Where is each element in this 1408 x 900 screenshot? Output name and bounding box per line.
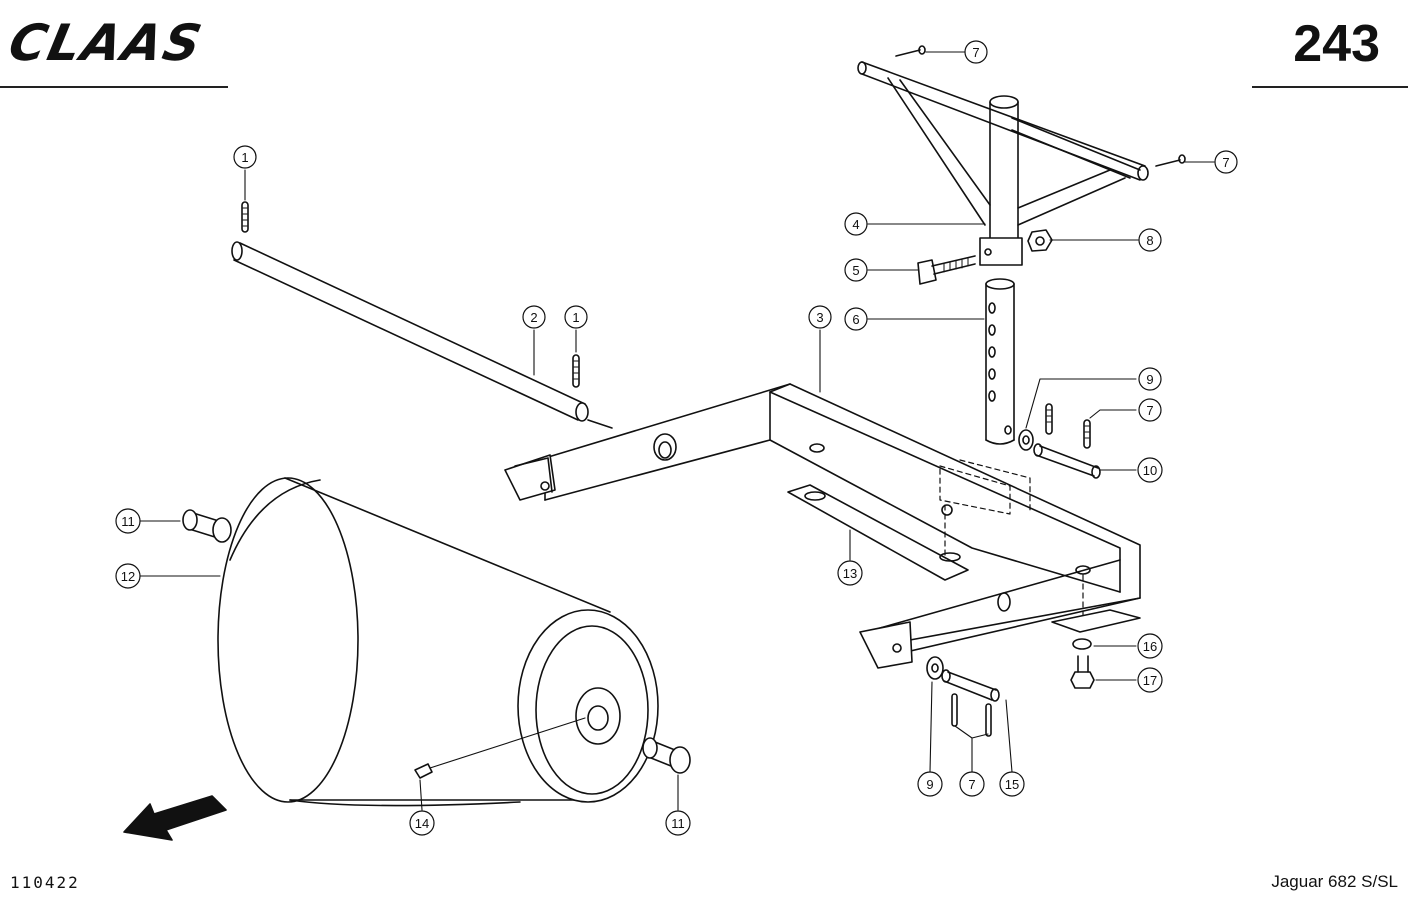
svg-text:4: 4 (852, 217, 859, 232)
leader-lines (139, 51, 1215, 811)
grease-nipple (414, 717, 586, 779)
svg-text:11: 11 (671, 816, 685, 831)
svg-text:13: 13 (843, 566, 857, 581)
nut-part (1027, 229, 1053, 252)
svg-text:6: 6 (852, 312, 859, 327)
callout-2: 2 (522, 305, 546, 329)
document-number: 110422 (10, 873, 80, 892)
callout-9b: 9 (917, 771, 943, 797)
svg-text:17: 17 (1143, 673, 1157, 688)
callout-9a: 9 (1138, 367, 1162, 391)
clevis-pin-upper (1033, 443, 1101, 479)
rod-part (231, 241, 613, 429)
callout-10: 10 (1137, 457, 1163, 483)
callout-3: 3 (808, 305, 832, 329)
washer-lower (926, 656, 944, 680)
clevis-pin-lower (941, 669, 1000, 702)
svg-text:5: 5 (852, 263, 859, 278)
screw-top (895, 45, 926, 57)
svg-text:3: 3 (816, 310, 823, 325)
svg-text:8: 8 (1146, 233, 1153, 248)
svg-text:7: 7 (972, 45, 979, 60)
svg-text:11: 11 (121, 514, 135, 529)
spring-pins-lower (951, 693, 992, 737)
svg-text:16: 16 (1143, 639, 1157, 654)
callout-16: 16 (1137, 633, 1163, 659)
svg-text:9: 9 (1146, 372, 1153, 387)
adjuster-tube (985, 278, 1015, 445)
callout-17: 17 (1137, 667, 1163, 693)
callout-14: 14 (409, 810, 435, 836)
svg-text:10: 10 (1143, 463, 1157, 478)
screw-right (1155, 154, 1186, 167)
svg-text:9: 9 (926, 777, 933, 792)
svg-text:7: 7 (1146, 403, 1153, 418)
svg-text:15: 15 (1005, 777, 1019, 792)
svg-text:12: 12 (121, 569, 135, 584)
spring-pin-10a (1045, 403, 1053, 435)
frame-part (504, 383, 1141, 669)
callout-4: 4 (844, 212, 868, 236)
page-number: 243 (1293, 15, 1380, 73)
callout-13: 13 (837, 560, 863, 586)
callout-11a: 11 (115, 508, 141, 534)
svg-text:1: 1 (241, 150, 248, 165)
svg-text:2: 2 (530, 310, 537, 325)
washer-upper (1018, 429, 1034, 451)
callout-8: 8 (1138, 228, 1162, 252)
svg-text:1: 1 (572, 310, 579, 325)
direction-arrow (123, 795, 227, 841)
callout-1b: 1 (564, 305, 588, 329)
scraper-plate (787, 484, 1141, 633)
header-rule-right (1252, 86, 1408, 88)
callouts: 1 2 1 3 4 5 6 7 7 8 9 7 10 16 17 13 11 1… (115, 40, 1238, 836)
lock-washer (1072, 638, 1092, 650)
roller-drum (217, 477, 659, 807)
bolt-part (917, 255, 976, 285)
svg-text:14: 14 (415, 816, 429, 831)
bushing-left (182, 509, 232, 543)
callout-5: 5 (844, 258, 868, 282)
bushing-right (642, 737, 691, 774)
spring-pin-middle (572, 354, 580, 388)
callout-15: 15 (999, 771, 1025, 797)
callout-1a: 1 (233, 145, 257, 169)
callout-11b: 11 (665, 810, 691, 836)
callout-7c: 7 (1138, 398, 1162, 422)
svg-text:7: 7 (1222, 155, 1229, 170)
callout-6: 6 (844, 307, 868, 331)
callout-7b: 7 (1214, 150, 1238, 174)
callout-7d: 7 (959, 771, 985, 797)
spring-pin-10b (1083, 419, 1091, 449)
hex-bolt-lower (1070, 655, 1095, 689)
yoke-assembly (857, 61, 1149, 266)
spring-pin-upper (241, 201, 249, 233)
header-rule-left (0, 86, 228, 88)
callout-7a: 7 (964, 40, 988, 64)
callout-12: 12 (115, 563, 141, 589)
svg-text:7: 7 (968, 777, 975, 792)
model-name: Jaguar 682 S/SL (1271, 872, 1398, 891)
